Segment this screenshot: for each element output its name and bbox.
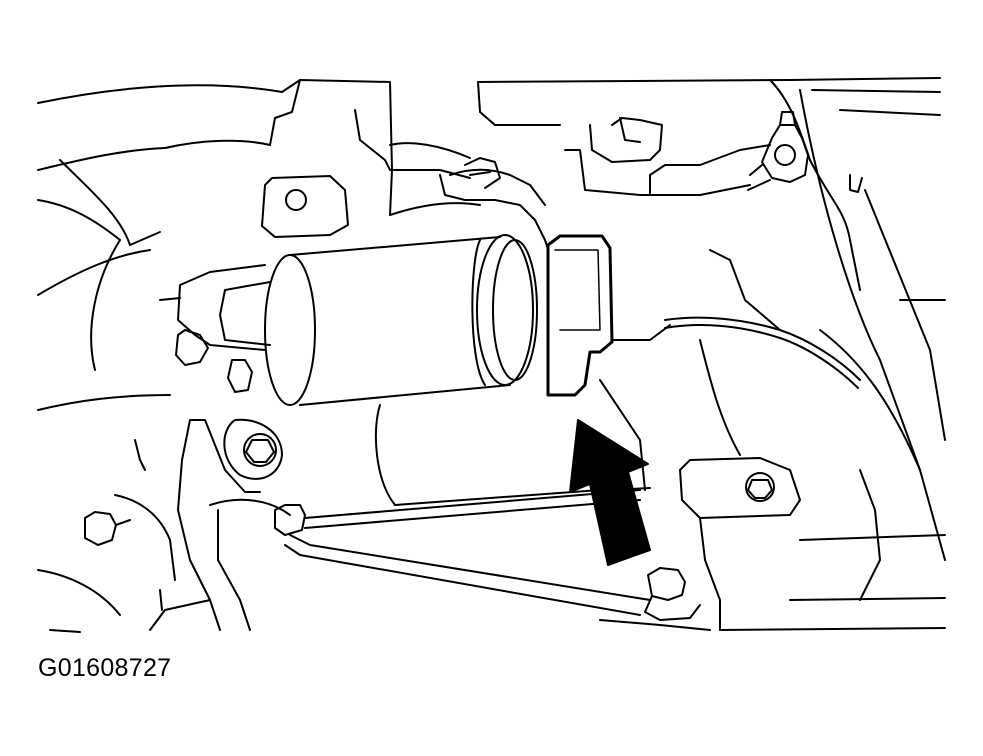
highlighted-connector (546, 234, 614, 397)
drive-end-housing (159, 264, 271, 393)
left-mounting-plate (134, 418, 291, 631)
engine-component-line-drawing (37, 77, 946, 633)
lower-center-bolt (644, 567, 701, 621)
wiring-harness (389, 157, 861, 389)
lower-stud-bolt (274, 489, 641, 536)
right-side-bracket (679, 249, 801, 631)
starter-solenoid (264, 234, 538, 406)
up-arrow-icon (569, 419, 651, 566)
upper-right-frame (477, 77, 941, 196)
right-frame-rails (799, 89, 946, 601)
upper-mounting-bracket (261, 79, 471, 238)
top-right-bolt (747, 111, 809, 191)
far-left-bolt (37, 494, 176, 633)
lower-brace-bar (284, 534, 711, 631)
figure-id-label: G01608727 (38, 654, 172, 682)
bottom-right-frame (719, 534, 946, 631)
upper-left-body-lines (37, 84, 283, 411)
